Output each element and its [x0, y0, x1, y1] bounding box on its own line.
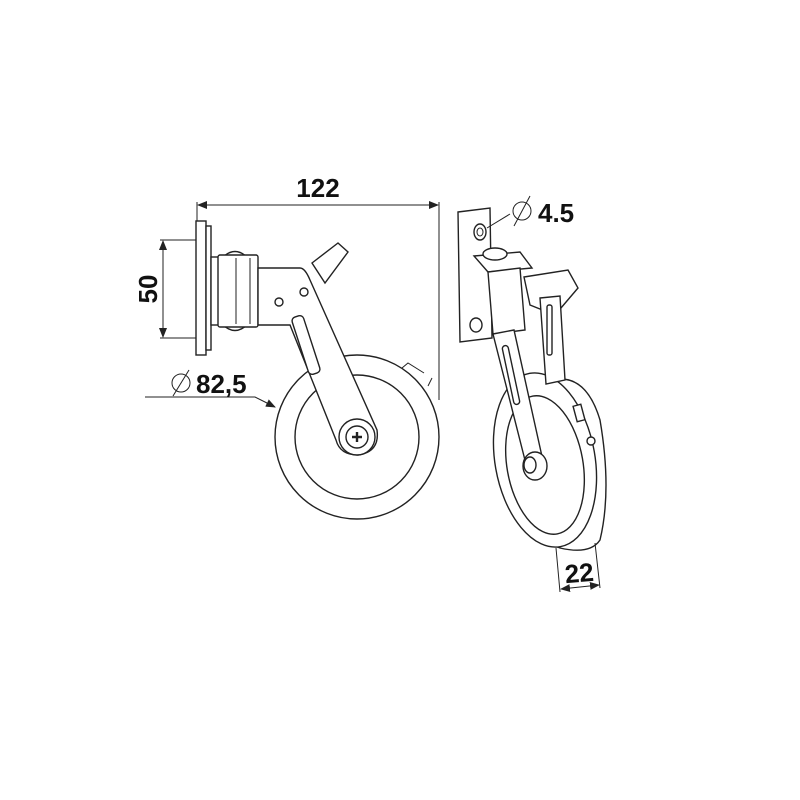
dimension-label-length: 122 — [296, 173, 339, 203]
iso-mounting-plate — [457, 207, 493, 343]
dimension-50: 50 — [133, 239, 210, 339]
wheel — [274, 354, 440, 520]
dimension-22: 22 — [555, 542, 601, 593]
dimension-4-5: 4.5 — [486, 195, 574, 229]
fork-slot — [291, 314, 321, 376]
dimension-label-wheel-diameter: 82,5 — [196, 369, 247, 399]
dimension-label-plate-height: 50 — [133, 275, 163, 304]
isometric-view: 4.5 22 — [457, 195, 607, 593]
side-view: 122 50 — [133, 173, 440, 520]
dimension-label-hole-diameter: 4.5 — [538, 198, 574, 228]
dimension-122: 122 — [196, 173, 440, 400]
iso-brake-lever — [523, 269, 579, 316]
dimension-label-wheel-width: 22 — [564, 557, 595, 589]
brake-lever — [311, 242, 349, 285]
dimension-82-5: 82,5 — [145, 369, 276, 408]
mounting-plate — [195, 220, 207, 356]
